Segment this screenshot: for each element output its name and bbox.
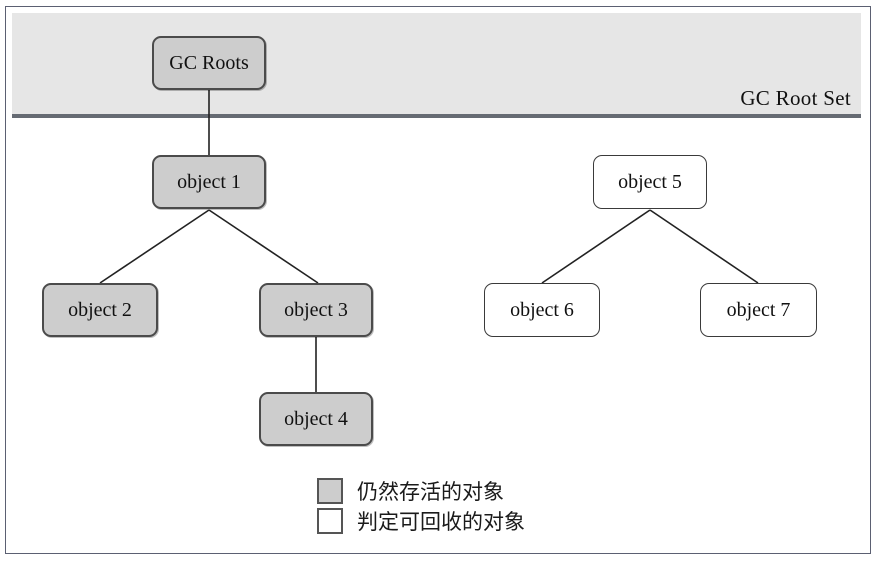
node-gc-roots[interactable]: GC Roots — [152, 36, 266, 90]
gc-root-set-divider — [12, 114, 861, 118]
node-object-7[interactable]: object 7 — [700, 283, 817, 337]
legend-item: 仍然存活的对象 — [317, 476, 525, 506]
legend-label: 仍然存活的对象 — [357, 480, 504, 504]
node-object-2[interactable]: object 2 — [42, 283, 158, 337]
node-object-3[interactable]: object 3 — [259, 283, 373, 337]
legend-swatch-live-icon — [317, 478, 343, 504]
node-label: GC Roots — [169, 51, 249, 74]
node-label: object 7 — [726, 298, 791, 321]
legend-swatch-dead-icon — [317, 508, 343, 534]
node-label: object 4 — [284, 407, 348, 430]
node-label: object 6 — [510, 298, 574, 321]
node-label: object 1 — [177, 170, 241, 193]
node-label: object 5 — [618, 170, 682, 193]
legend-label: 判定可回收的对象 — [357, 510, 525, 534]
node-label: object 3 — [284, 298, 348, 321]
node-object-5[interactable]: object 5 — [593, 155, 707, 209]
legend: 仍然存活的对象 判定可回收的对象 — [317, 476, 525, 536]
node-object-6[interactable]: object 6 — [484, 283, 600, 337]
gc-root-set-band — [12, 13, 861, 114]
node-label: object 2 — [68, 298, 132, 321]
node-object-1[interactable]: object 1 — [152, 155, 266, 209]
gc-root-set-label: GC Root Set — [740, 86, 851, 110]
legend-item: 判定可回收的对象 — [317, 506, 525, 536]
node-object-4[interactable]: object 4 — [259, 392, 373, 446]
